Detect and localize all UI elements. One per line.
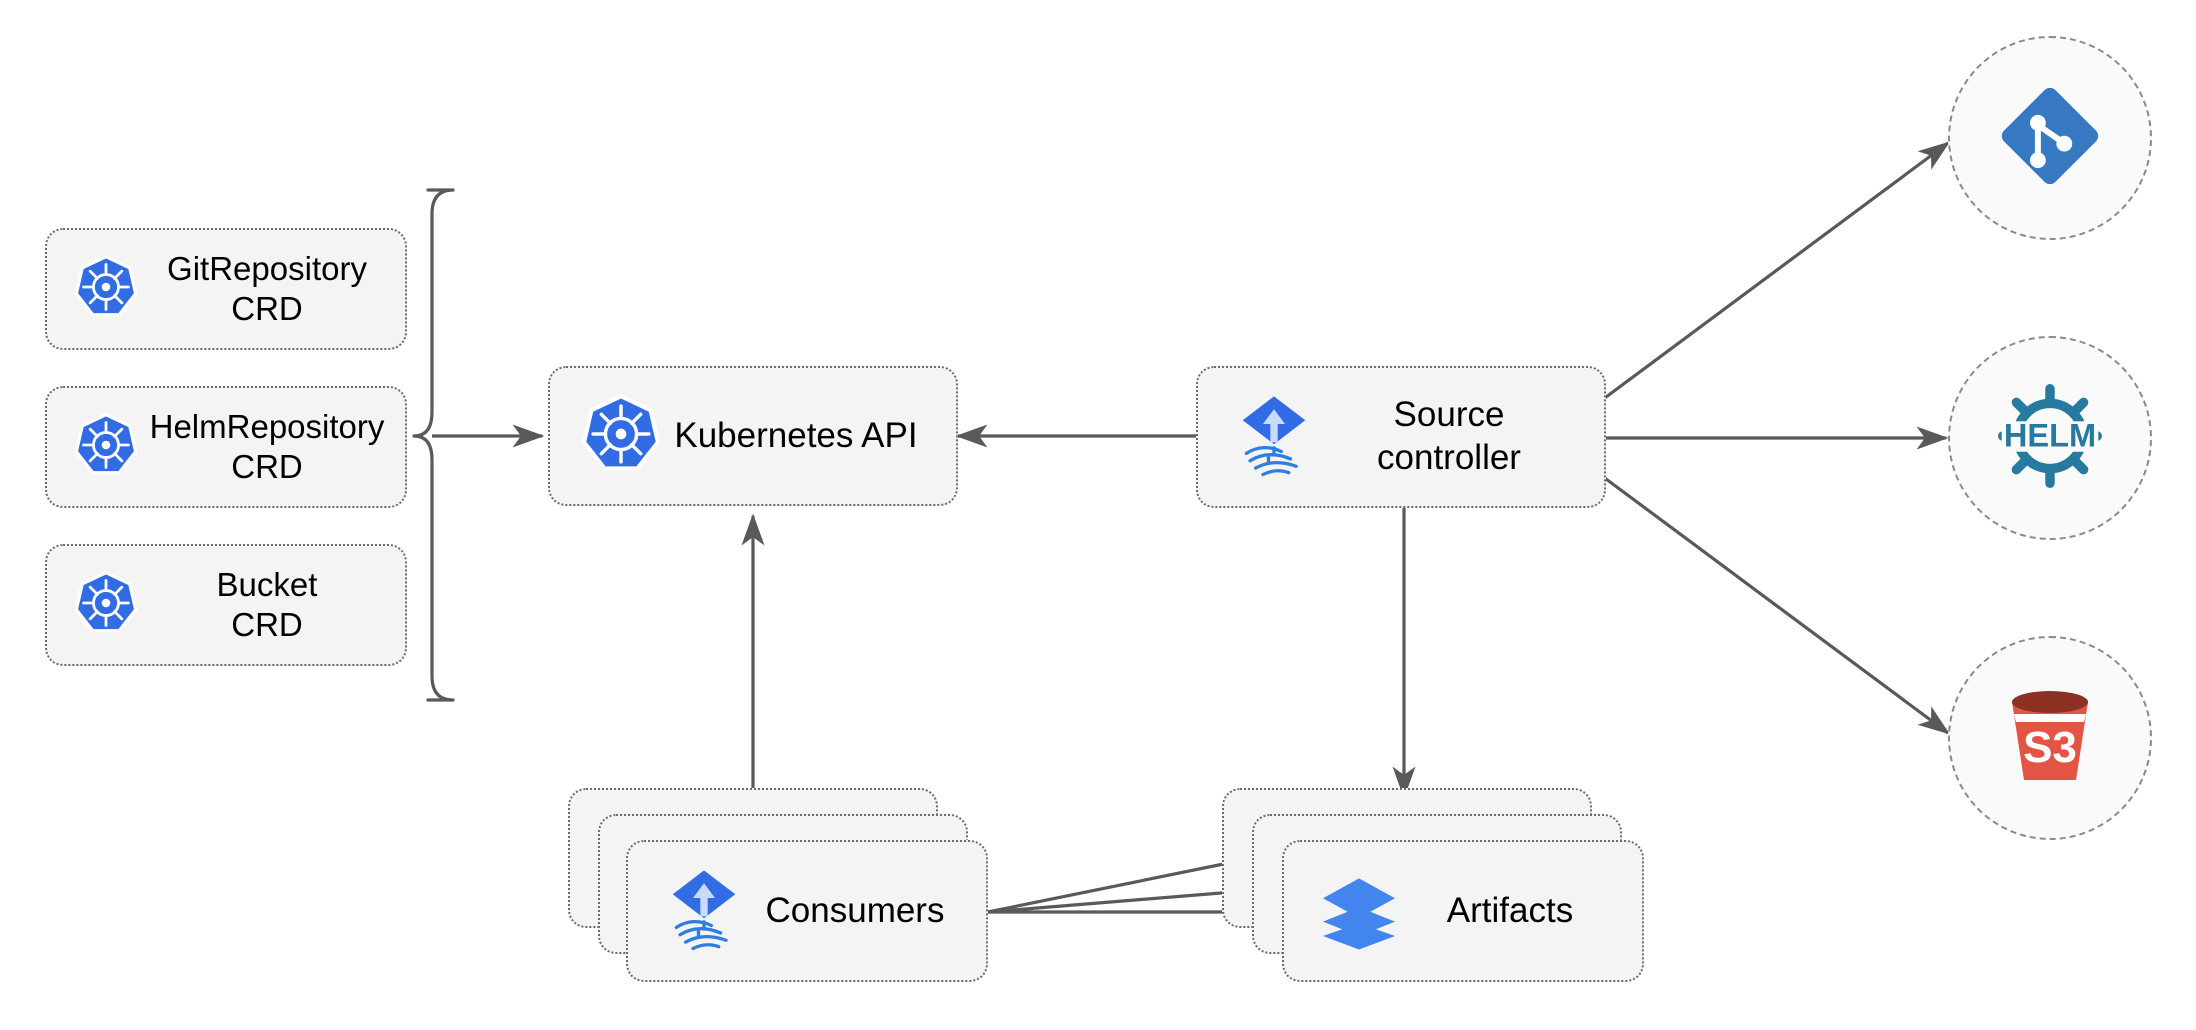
node-label: Source controller xyxy=(1377,395,1521,477)
source-circle-helm[interactable]: HELM xyxy=(1948,336,2152,540)
kubernetes-icon xyxy=(73,412,139,483)
layers-icon xyxy=(1314,864,1404,959)
flux-icon xyxy=(658,863,750,960)
kubernetes-icon xyxy=(580,393,662,480)
s3-icon: S3 xyxy=(1990,676,2110,801)
crd-label: Bucket CRD xyxy=(216,565,318,643)
node-source-controller[interactable]: Source controller xyxy=(1196,366,1606,508)
crd-box-gitrepository[interactable]: GitRepository CRD xyxy=(45,228,407,350)
crd-group-bracket xyxy=(412,188,455,702)
helm-wordmark: HELM xyxy=(2004,417,2096,453)
source-circle-s3[interactable]: S3 xyxy=(1948,636,2152,840)
flux-icon xyxy=(1228,389,1320,486)
source-circle-git[interactable] xyxy=(1948,36,2152,240)
s3-wordmark: S3 xyxy=(2023,723,2077,772)
edge-source-controller-to-s3 xyxy=(1601,474,1951,735)
edge-consumers-to-artifacts-layer-1 xyxy=(987,852,1256,914)
node-consumers[interactable]: Consumers xyxy=(626,840,988,982)
edge-source-controller-to-git xyxy=(1601,141,1951,402)
crd-box-helmrepository[interactable]: HelmRepository CRD xyxy=(45,386,407,508)
node-label: Consumers xyxy=(765,890,945,930)
node-artifacts[interactable]: Artifacts xyxy=(1282,840,1644,982)
crd-box-bucket[interactable]: Bucket CRD xyxy=(45,544,407,666)
kubernetes-icon xyxy=(73,254,139,325)
crd-label: HelmRepository CRD xyxy=(149,407,385,485)
node-label: Artifacts xyxy=(1446,890,1574,930)
kubernetes-icon xyxy=(73,570,139,641)
node-label: Kubernetes API xyxy=(674,415,918,455)
node-kubernetes-api[interactable]: Kubernetes API xyxy=(548,366,958,506)
crd-label: GitRepository CRD xyxy=(167,249,367,327)
helm-icon: HELM xyxy=(1987,373,2113,504)
git-icon xyxy=(1995,81,2105,196)
